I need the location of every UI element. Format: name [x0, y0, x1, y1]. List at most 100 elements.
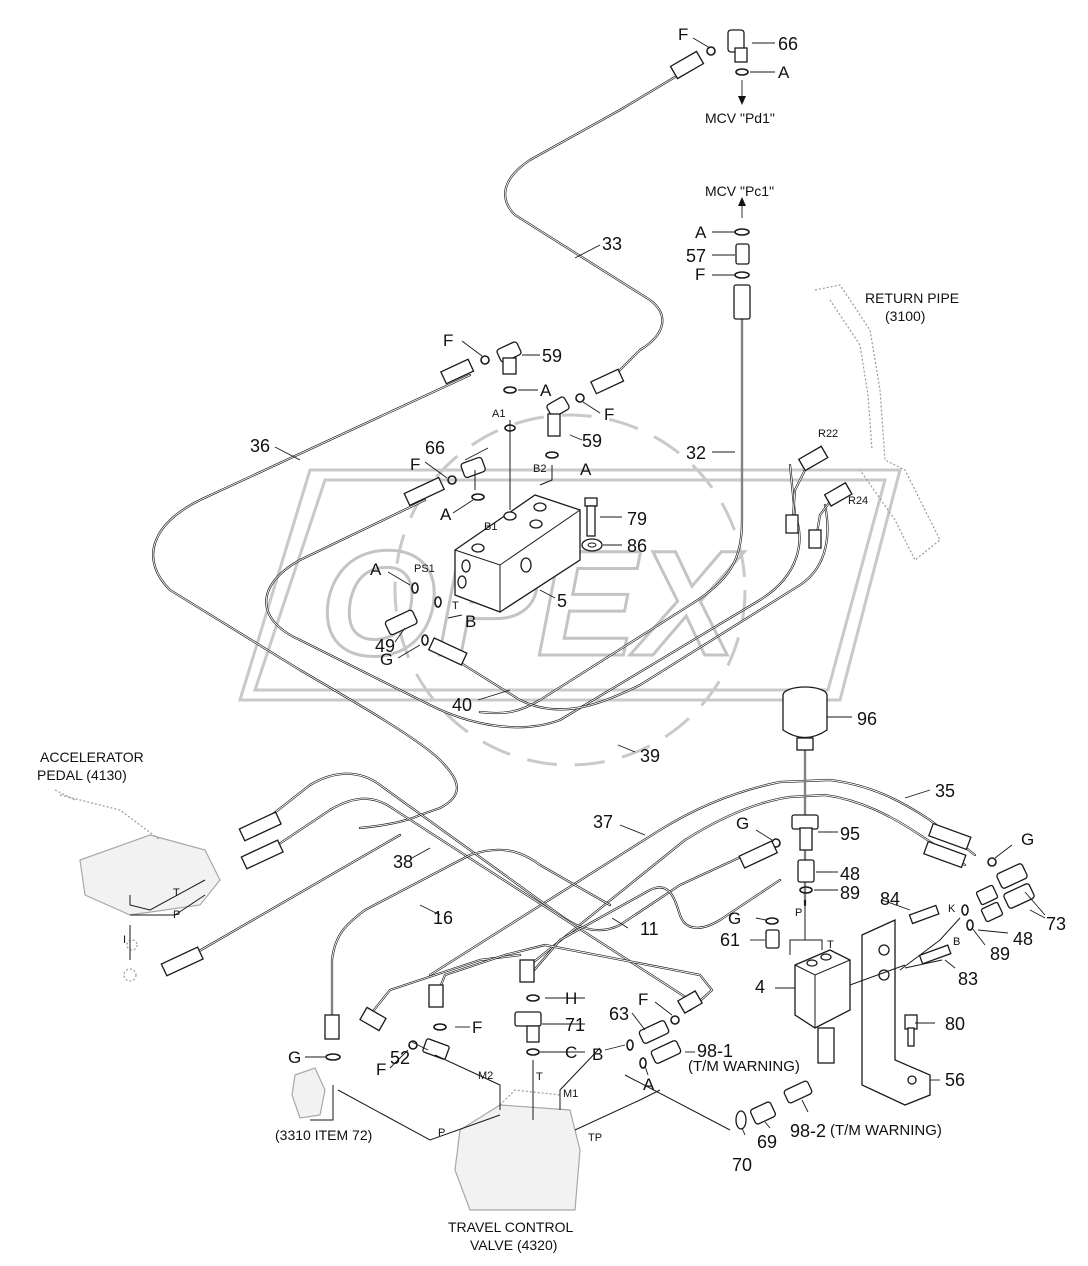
port-t: T [452, 600, 459, 612]
seal-a6: A [370, 560, 382, 579]
hose-36 [152, 373, 472, 830]
part-37: 37 [593, 812, 613, 832]
seal-g4: G [728, 909, 741, 928]
part-66-top: 66 [778, 34, 798, 54]
oring-a-66 [471, 493, 485, 501]
tee-52 [422, 1038, 450, 1060]
fittings [160, 29, 1035, 1130]
hose-33 [504, 63, 697, 387]
leaders [129, 37, 1046, 1141]
port-ps1: PS1 [414, 563, 435, 575]
hose-lower-left [368, 943, 714, 1017]
travel-control-valve-ghost [291, 1067, 581, 1211]
hose-end-35-a [927, 822, 972, 851]
return-pipe-label-2: (3100) [885, 308, 925, 324]
oring-a-98 [639, 1057, 647, 1069]
port-k: K [948, 903, 956, 915]
accelerator-label-1: ACCELERATOR [40, 749, 144, 765]
bolt-83 [918, 944, 952, 965]
elbow-73-b [1003, 883, 1035, 909]
seal-b2: B [592, 1045, 603, 1064]
oring-a-59a [503, 386, 517, 394]
part-69: 69 [757, 1132, 777, 1152]
bracket-56 [861, 918, 931, 1106]
hose-39 [265, 463, 801, 729]
tee-71-stem [526, 1025, 540, 1043]
sensor-98-2 [783, 1080, 813, 1104]
part-39: 39 [640, 746, 660, 766]
part-52: 52 [390, 1048, 410, 1068]
part-36: 36 [250, 436, 270, 456]
hose-16 [330, 848, 612, 1022]
port-b-switch: B [953, 936, 960, 948]
bolt-79-shank [586, 505, 596, 537]
oring-89-a [961, 904, 969, 916]
seal-b1: B [465, 612, 476, 631]
port-b1: B1 [484, 521, 497, 533]
part-33: 33 [602, 234, 622, 254]
part-95: 95 [840, 824, 860, 844]
elbow-73-a [996, 863, 1028, 889]
part-84: 84 [880, 889, 900, 909]
return-pipe-ghost [814, 284, 941, 561]
oring-a-57 [734, 228, 750, 236]
oring-89 [799, 886, 813, 894]
oring-b2-port [545, 451, 559, 459]
part-83: 83 [958, 969, 978, 989]
nipple-61 [765, 929, 780, 949]
hose-end-r24 [823, 481, 853, 507]
oring-b-t [434, 596, 442, 608]
hose-end-32-top [733, 284, 751, 320]
part-38: 38 [393, 852, 413, 872]
part-86: 86 [627, 536, 647, 556]
elbow-59-a-stem [502, 357, 517, 375]
tee-95 [791, 814, 819, 830]
port-a1: A1 [492, 408, 505, 420]
oring-a-top [735, 68, 749, 76]
warning-98-2: (T/M WARNING) [830, 1122, 942, 1139]
seal-f2: F [695, 265, 705, 284]
oring-g-49 [421, 634, 429, 646]
part-80: 80 [945, 1014, 965, 1034]
seal-c1: C [565, 1043, 577, 1062]
hose-end-33-bottom [590, 368, 625, 395]
hose-11 [528, 878, 782, 977]
part-98-1: 98-1 [697, 1041, 733, 1061]
seal-h1: H [565, 989, 577, 1008]
oring-b-63 [626, 1039, 634, 1051]
hose-end-lower-a [359, 1006, 387, 1032]
nipple-57 [735, 243, 750, 265]
bolt-80-shank [907, 1027, 915, 1047]
part-66-mid: 66 [425, 438, 445, 458]
oring-f-52b [433, 1023, 447, 1031]
oring-f-top [706, 46, 716, 56]
oring-g-73 [987, 857, 997, 867]
elbow-59-b [546, 396, 570, 418]
hose-end-35-b [922, 840, 967, 869]
tee-71 [514, 1011, 542, 1027]
dest-mcv-pd1: MCV "Pd1" [705, 110, 775, 126]
hose-end-lower-b [428, 984, 444, 1008]
oring-g-61 [765, 917, 779, 925]
part-59-a: 59 [542, 346, 562, 366]
part-4: 4 [755, 977, 765, 997]
seal-g1: G [380, 650, 393, 669]
seal-f4: F [604, 405, 614, 424]
port-p-pedal: P [173, 909, 180, 921]
seal-g2: G [736, 814, 749, 833]
item-ref-label: (3310 ITEM 72) [275, 1127, 372, 1143]
oring-f-66 [447, 475, 457, 485]
port-i-pedal: I [123, 934, 126, 946]
labels: MCV "Pd1" MCV "Pc1" RETURN PIPE (3100) A… [37, 25, 1066, 1253]
part-59-b: 59 [582, 431, 602, 451]
hose-end-lower-d [676, 990, 704, 1014]
part-61: 61 [720, 930, 740, 950]
oring-f-57 [734, 271, 750, 279]
oring-f-59b [575, 393, 585, 403]
hose-35 [428, 778, 977, 977]
port-tp: TP [588, 1132, 602, 1144]
part-89-a: 89 [840, 883, 860, 903]
hose-end-36-top [440, 358, 475, 385]
adapter-69 [749, 1101, 777, 1125]
